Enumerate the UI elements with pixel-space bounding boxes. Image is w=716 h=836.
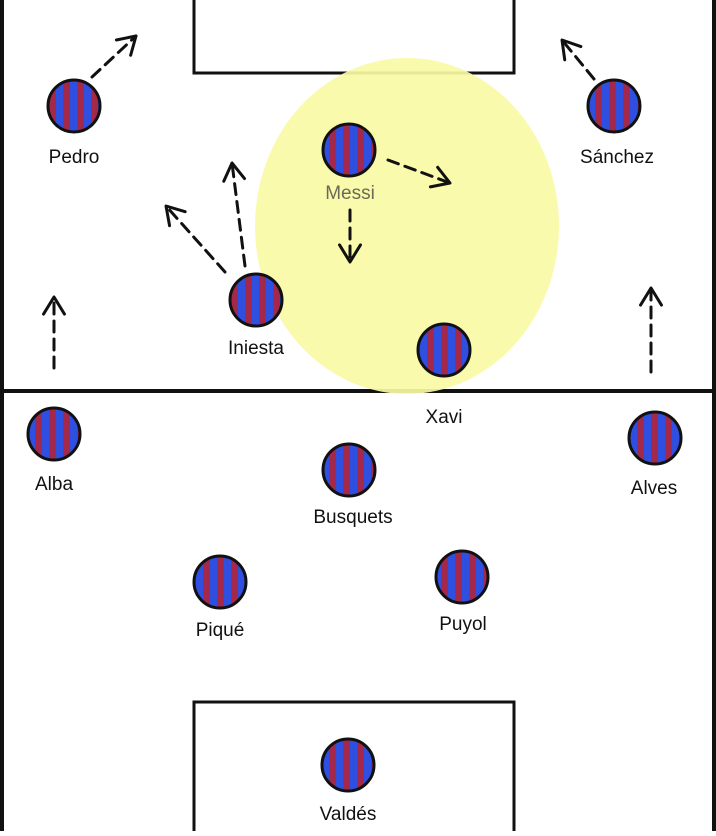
arrow-pedro-run	[90, 34, 138, 79]
player-label-pedro: Pedro	[48, 147, 100, 168]
player-token-xavi	[416, 322, 472, 378]
player-token-puyol	[434, 549, 490, 605]
arrow-layer	[42, 34, 663, 374]
arrow-alves-run	[639, 286, 663, 374]
player-token-pique	[192, 554, 248, 610]
arrow-head	[428, 165, 452, 189]
arrow-shaft	[90, 34, 138, 79]
player-label-valdes: Valdés	[319, 804, 377, 825]
arrow-head	[42, 295, 66, 316]
arrow-head	[560, 38, 583, 62]
highlight-zone	[255, 58, 559, 394]
arrow-iniesta-diagonal	[164, 204, 227, 274]
arrow-messi-drop	[338, 208, 362, 264]
arrow-head	[639, 286, 663, 307]
arrow-shaft	[560, 38, 596, 81]
arrow-messi-right	[386, 158, 452, 189]
player-token-alba	[26, 406, 82, 462]
arrow-head	[338, 243, 362, 264]
bottom-goal-box	[192, 700, 516, 836]
player-label-alves: Alves	[630, 478, 678, 499]
player-label-sanchez: Sánchez	[580, 147, 654, 168]
player-layer	[26, 78, 683, 793]
player-token-sanchez	[586, 78, 642, 134]
player-label-iniesta: Iniesta	[228, 338, 284, 359]
arrow-sanchez-run	[560, 38, 596, 81]
player-label-pique: Piqué	[195, 620, 245, 641]
arrow-alba-run	[42, 295, 66, 370]
arrow-head	[222, 161, 247, 183]
player-label-alba: Alba	[34, 474, 74, 495]
player-token-iniesta	[228, 272, 284, 328]
arrow-shaft	[386, 158, 452, 185]
arrow-shaft	[164, 204, 227, 274]
arrow-shaft	[230, 161, 247, 268]
arrow-iniesta-up	[222, 161, 247, 268]
arrow-head	[114, 34, 138, 57]
top-goal-box	[192, 0, 516, 75]
player-token-alves	[627, 410, 683, 466]
player-token-valdes	[320, 737, 376, 793]
arrow-head	[164, 204, 187, 228]
player-token-pedro	[46, 78, 102, 134]
player-label-busquets: Busquets	[313, 507, 393, 528]
player-label-puyol: Puyol	[439, 614, 487, 635]
player-token-busquets	[321, 442, 377, 498]
player-label-messi: Messi	[325, 183, 375, 204]
player-token-messi	[321, 122, 377, 178]
highlight-layer	[255, 58, 559, 394]
player-label-xavi: Xavi	[425, 407, 463, 428]
